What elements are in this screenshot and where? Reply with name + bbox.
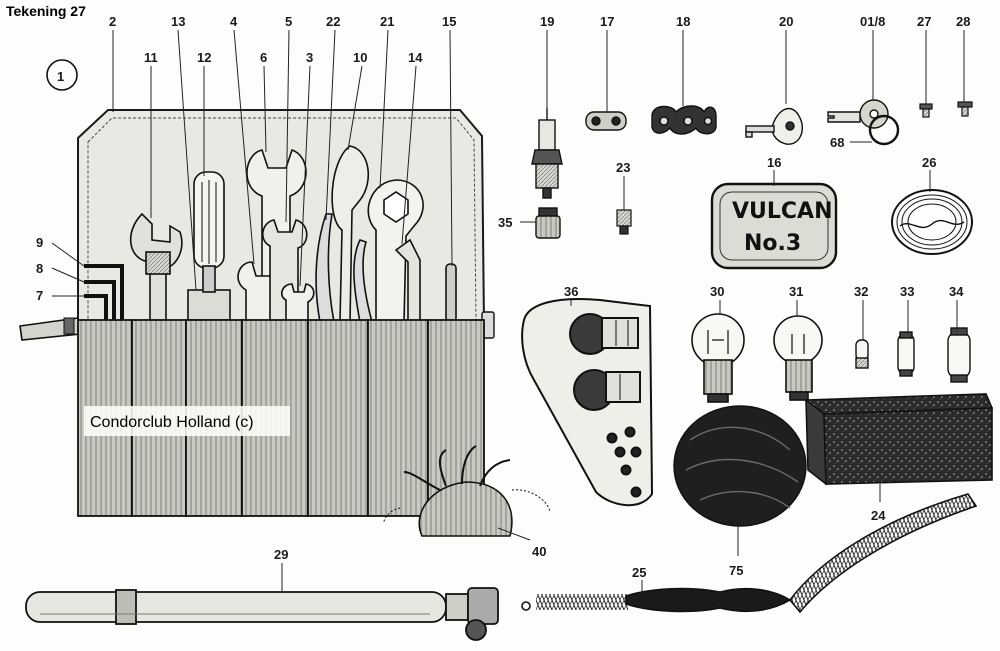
callout-20: 20 [779,14,793,29]
callout-2: 2 [109,14,116,29]
callout-5: 5 [285,14,292,29]
callout-35: 35 [498,215,512,230]
callout-34: 34 [949,284,964,299]
callout-26: 26 [922,155,936,170]
callout-9: 9 [36,235,43,250]
callout-75: 75 [729,563,743,578]
cotton-waste [673,405,807,527]
callout-6: 6 [260,50,267,65]
tin-label-line1: VULCAN [732,199,833,224]
tyre-pump [25,587,499,641]
callout-32: 32 [854,284,868,299]
tyre-valve [616,209,632,235]
callout-29: 29 [274,547,288,562]
figure-number-circle [46,59,78,91]
headlamp-bulb [691,313,745,403]
callout-27: 27 [917,14,931,29]
callout-68: 68 [830,135,844,150]
spark-plug [531,108,563,199]
watermark-backdrop [84,406,290,436]
callout-40: 40 [532,544,546,559]
ignition-key [745,107,804,145]
chain-half-link [651,105,717,135]
tin-label-line2: No.3 [744,231,801,256]
spare-bulb-holder [521,298,654,507]
callout-23: 23 [616,160,630,175]
callout-13: 13 [171,14,185,29]
watermark-text: Condorclub Holland (c) [90,414,254,431]
callout-33: 33 [900,284,914,299]
callout-31: 31 [789,284,803,299]
vulcan-patch-tin [710,182,838,270]
callout-24: 24 [871,508,886,523]
callout-28: 28 [956,14,970,29]
callout-16: 16 [767,155,781,170]
callout-25: 25 [632,565,646,580]
drawing-title: Tekening 27 [6,3,86,19]
parts-leaders [281,30,965,594]
small-bulbs [855,327,971,383]
callout-22: 22 [326,14,340,29]
callout-17: 17 [600,14,614,29]
tool-roll-leaders [51,29,453,297]
small-parts-pouch [383,445,551,537]
callout-3: 3 [306,50,313,65]
callout-30: 30 [710,284,724,299]
callout-21: 21 [380,14,394,29]
callout-10: 10 [353,50,367,65]
plug-cap [535,207,561,239]
callout-7: 7 [36,288,43,303]
tool-roll-contents [84,145,457,323]
wire-coil [891,189,973,255]
callout-01-8: 01/8 [860,14,885,29]
chain-connector-link [585,111,627,131]
callout-4: 4 [230,14,238,29]
cleaning-block [803,393,994,486]
cleaning-brush [521,493,978,614]
small-screws [919,101,973,118]
callout-15: 15 [442,14,456,29]
tool-roll-pockets [77,319,485,517]
callout-18: 18 [676,14,690,29]
callout-36: 36 [564,284,578,299]
callout-8: 8 [36,261,43,276]
callout-19: 19 [540,14,554,29]
callout-11: 11 [144,50,158,65]
steering-lock-key [827,99,900,146]
callout-14: 14 [408,50,423,65]
figure-number: 1 [57,69,64,84]
tail-lamp-bulb [773,315,823,401]
callout-12: 12 [197,50,211,65]
